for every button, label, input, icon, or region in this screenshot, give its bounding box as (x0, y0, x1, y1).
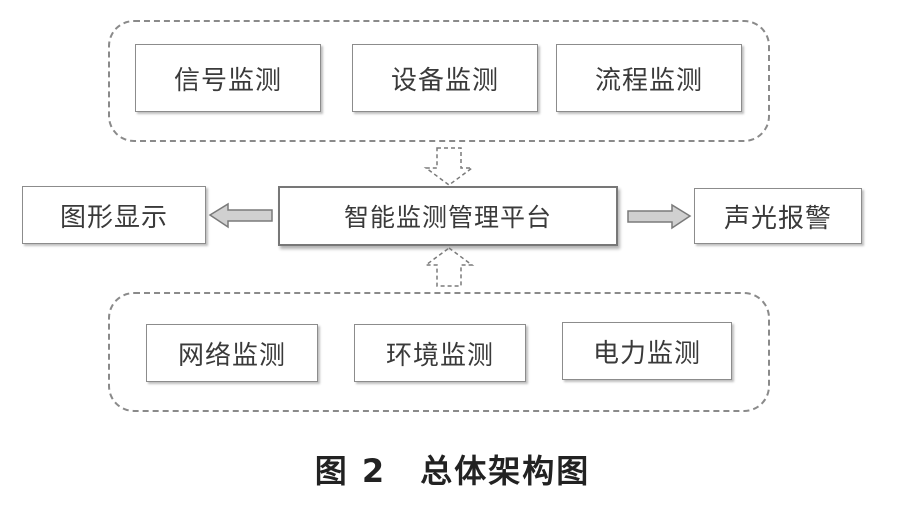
graphic-display-box: 图形显示 (22, 186, 206, 244)
network-monitoring-box: 网络监测 (146, 324, 318, 382)
right-arrow-to-alarm (627, 203, 692, 230)
power-monitoring-box: 电力监测 (562, 322, 732, 380)
sound-light-alarm-box: 声光报警 (694, 188, 862, 244)
left-arrow-to-graphic-display (208, 202, 273, 229)
figure-caption: 图 2 总体架构图 (314, 452, 591, 490)
process-monitoring-box: 流程监测 (556, 44, 742, 112)
environment-monitoring-box: 环境监测 (354, 324, 526, 382)
bottom-monitoring-group (108, 292, 770, 412)
smart-monitoring-platform-box: 智能监测管理平台 (278, 186, 618, 246)
up-arrow-bottom-to-platform (423, 247, 475, 287)
device-monitoring-box: 设备监测 (352, 44, 538, 112)
top-monitoring-group (108, 20, 770, 142)
down-arrow-top-to-platform (423, 147, 475, 186)
signal-monitoring-box: 信号监测 (135, 44, 321, 112)
